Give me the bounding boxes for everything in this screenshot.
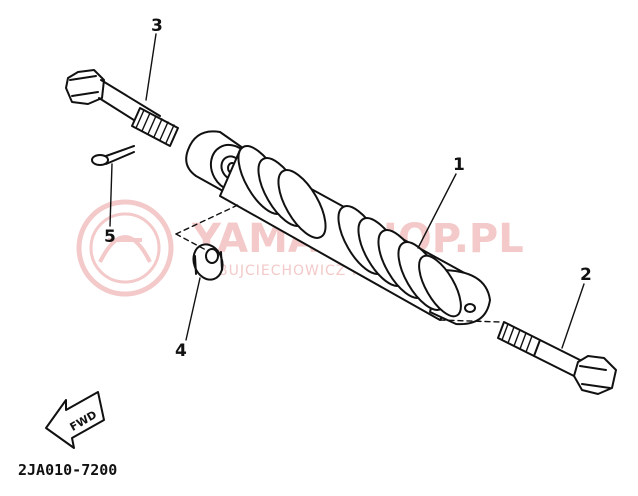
watermark-logo-icon: [76, 199, 174, 297]
callout-3: 3: [151, 16, 163, 36]
callout-1: 1: [453, 155, 465, 175]
alignment-lines: [175, 203, 501, 323]
diagram-part-code: 2JA010-7200: [18, 461, 117, 479]
cotter-pin: [91, 145, 135, 166]
callout-4: 4: [175, 341, 187, 361]
shock-spring: [237, 145, 462, 318]
shock-absorber: [185, 130, 491, 326]
callout-2: 2: [580, 265, 592, 285]
bushing: [192, 243, 224, 281]
callout-5: 5: [104, 227, 116, 247]
bolt-upper: [65, 69, 179, 147]
leader-lines: [109, 33, 585, 349]
bolt-lower: [497, 321, 617, 395]
forward-arrow-icon: FWD: [45, 391, 105, 449]
